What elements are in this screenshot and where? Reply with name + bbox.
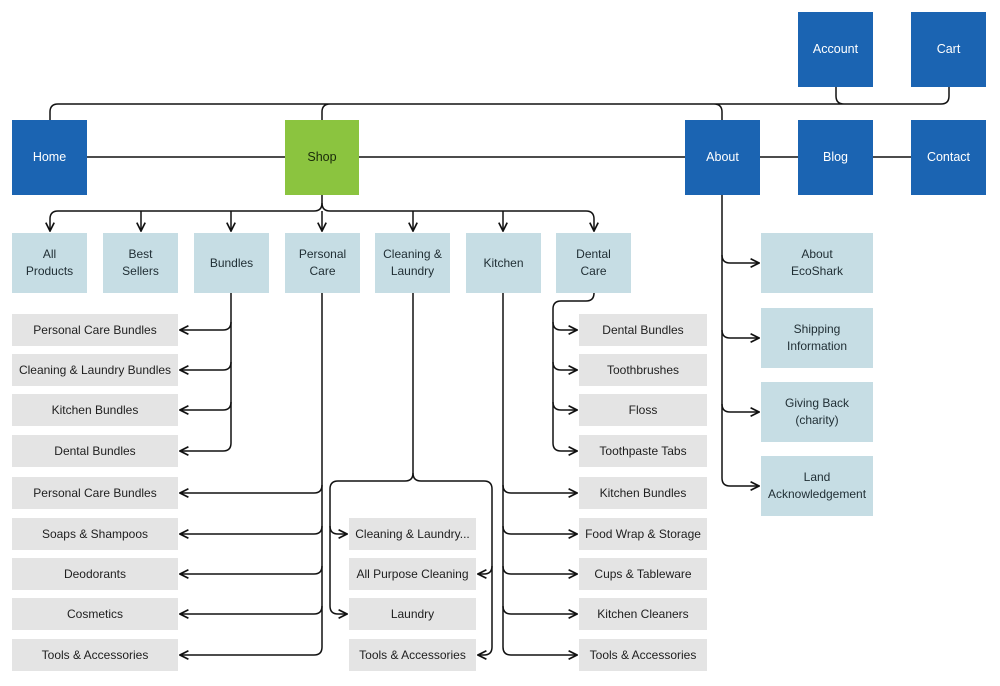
shop-to-categories [49, 195, 323, 220]
kitchen-trunk [502, 293, 512, 656]
blog-node[interactable]: Blog [798, 120, 873, 195]
category-all-products[interactable]: All Products [12, 233, 87, 293]
bundles-item[interactable]: Dental Bundles [12, 435, 178, 467]
cleaning-item[interactable]: Cleaning & Laundry... [349, 518, 476, 550]
dental-item[interactable]: Floss [579, 394, 707, 426]
personal-care-item[interactable]: Deodorants [12, 558, 178, 590]
cleaning-item[interactable]: All Purpose Cleaning [349, 558, 476, 590]
personal-care-trunk [313, 293, 323, 656]
kitchen-item[interactable]: Food Wrap & Storage [579, 518, 707, 550]
about-page-land-acknowledgement[interactable]: Land Acknowledgement [761, 456, 873, 516]
about-page-giving-back[interactable]: Giving Back (charity) [761, 382, 873, 442]
personal-care-item[interactable]: Personal Care Bundles [12, 477, 178, 509]
category-bundles[interactable]: Bundles [194, 233, 269, 293]
personal-care-item[interactable]: Tools & Accessories [12, 639, 178, 671]
about-page-shipping[interactable]: Shipping Information [761, 308, 873, 368]
kitchen-item[interactable]: Cups & Tableware [579, 558, 707, 590]
about-page-about-ecoshark[interactable]: About EcoShark [761, 233, 873, 293]
kitchen-item[interactable]: Kitchen Bundles [579, 477, 707, 509]
dental-item[interactable]: Toothbrushes [579, 354, 707, 386]
bundles-trunk [222, 293, 232, 452]
bundles-item[interactable]: Kitchen Bundles [12, 394, 178, 426]
personal-care-item[interactable]: Cosmetics [12, 598, 178, 630]
cleaning-trunk [329, 293, 414, 615]
account-cart-bus [49, 87, 950, 120]
contact-node[interactable]: Contact [911, 120, 986, 195]
personal-care-item[interactable]: Soaps & Shampoos [12, 518, 178, 550]
cleaning-item[interactable]: Tools & Accessories [349, 639, 476, 671]
dental-trunk [552, 292, 595, 452]
cart-node[interactable]: Cart [911, 12, 986, 87]
category-dental-care[interactable]: Dental Care [556, 233, 631, 293]
category-best-sellers[interactable]: Best Sellers [103, 233, 178, 293]
shop-node[interactable]: Shop [285, 120, 359, 195]
category-cleaning-laundry[interactable]: Cleaning & Laundry [375, 233, 450, 293]
category-personal-care[interactable]: Personal Care [285, 233, 360, 293]
bundles-item[interactable]: Cleaning & Laundry Bundles [12, 354, 178, 386]
kitchen-item[interactable]: Tools & Accessories [579, 639, 707, 671]
bundles-item[interactable]: Personal Care Bundles [12, 314, 178, 346]
home-node[interactable]: Home [12, 120, 87, 195]
category-kitchen[interactable]: Kitchen [466, 233, 541, 293]
about-node[interactable]: About [685, 120, 760, 195]
kitchen-item[interactable]: Kitchen Cleaners [579, 598, 707, 630]
dental-item[interactable]: Toothpaste Tabs [579, 435, 707, 467]
about-trunk [721, 195, 731, 487]
cleaning-item[interactable]: Laundry [349, 598, 476, 630]
dental-item[interactable]: Dental Bundles [579, 314, 707, 346]
account-node[interactable]: Account [798, 12, 873, 87]
